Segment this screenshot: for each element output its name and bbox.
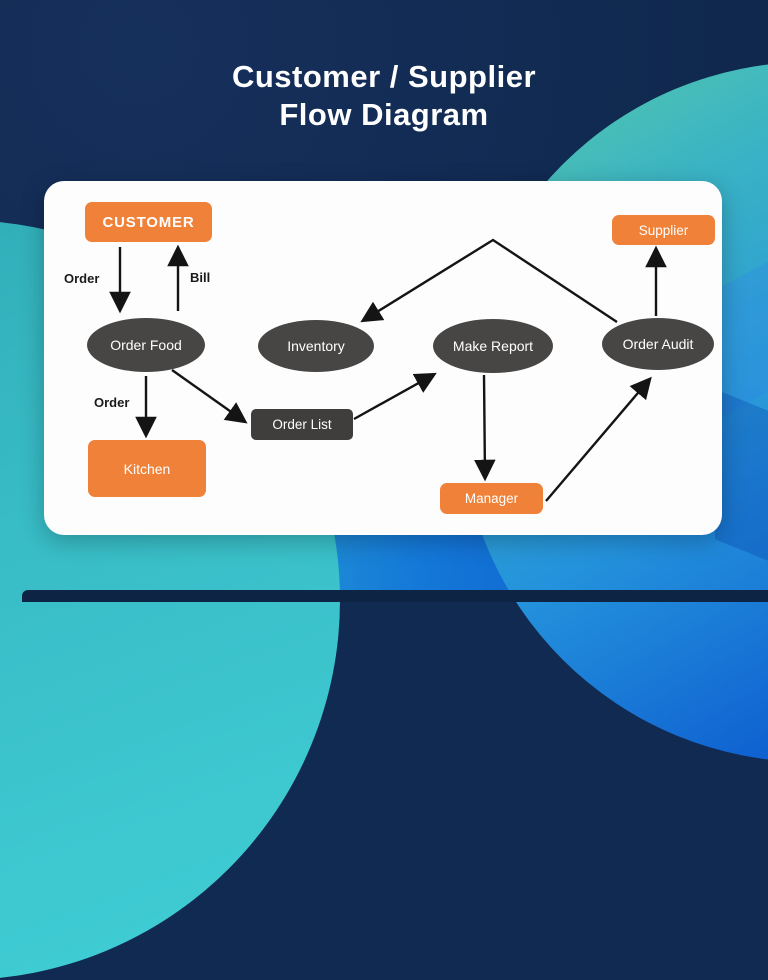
node-manager-label: Manager (464, 491, 519, 506)
background-bottom-navy-bar (22, 590, 768, 602)
edge-orderaudit-to-inventory (360, 238, 618, 324)
diagram-card: CUSTOMER Supplier Order Food Inventory M… (44, 181, 722, 535)
node-customer: CUSTOMER (85, 202, 212, 242)
background-facet-dark (715, 389, 768, 561)
edge-makereport-to-manager (474, 374, 496, 482)
node-order-audit-label: Order Audit (622, 336, 694, 352)
edge-manager-to-orderaudit (545, 376, 652, 502)
node-order-list: Order List (251, 409, 353, 440)
node-kitchen: Kitchen (88, 440, 206, 497)
node-supplier-label: Supplier (638, 222, 689, 238)
page-title: Customer / Supplier Flow Diagram (0, 58, 768, 134)
edge-label-order-kitchen: Order (94, 395, 130, 410)
node-make-report: Make Report (433, 319, 553, 373)
node-customer-label: CUSTOMER (102, 213, 195, 231)
node-order-food: Order Food (87, 318, 205, 372)
edge-orderlist-to-makereport (353, 372, 437, 421)
node-manager: Manager (440, 483, 543, 514)
node-make-report-label: Make Report (452, 338, 534, 354)
edge-label-order-customer: Order (64, 271, 100, 286)
node-order-food-label: Order Food (110, 337, 182, 353)
edge-orderfood-to-orderlist (171, 369, 248, 424)
page-title-line2: Flow Diagram (279, 97, 489, 132)
page-title-line1: Customer / Supplier (231, 59, 537, 94)
node-order-list-label: Order List (272, 417, 332, 432)
node-inventory-label: Inventory (287, 338, 345, 354)
node-supplier: Supplier (612, 215, 715, 245)
node-order-audit: Order Audit (602, 318, 714, 370)
node-inventory: Inventory (258, 320, 374, 372)
node-kitchen-label: Kitchen (123, 460, 171, 477)
flow-arrows (109, 238, 667, 502)
edge-label-bill: Bill (190, 270, 211, 285)
